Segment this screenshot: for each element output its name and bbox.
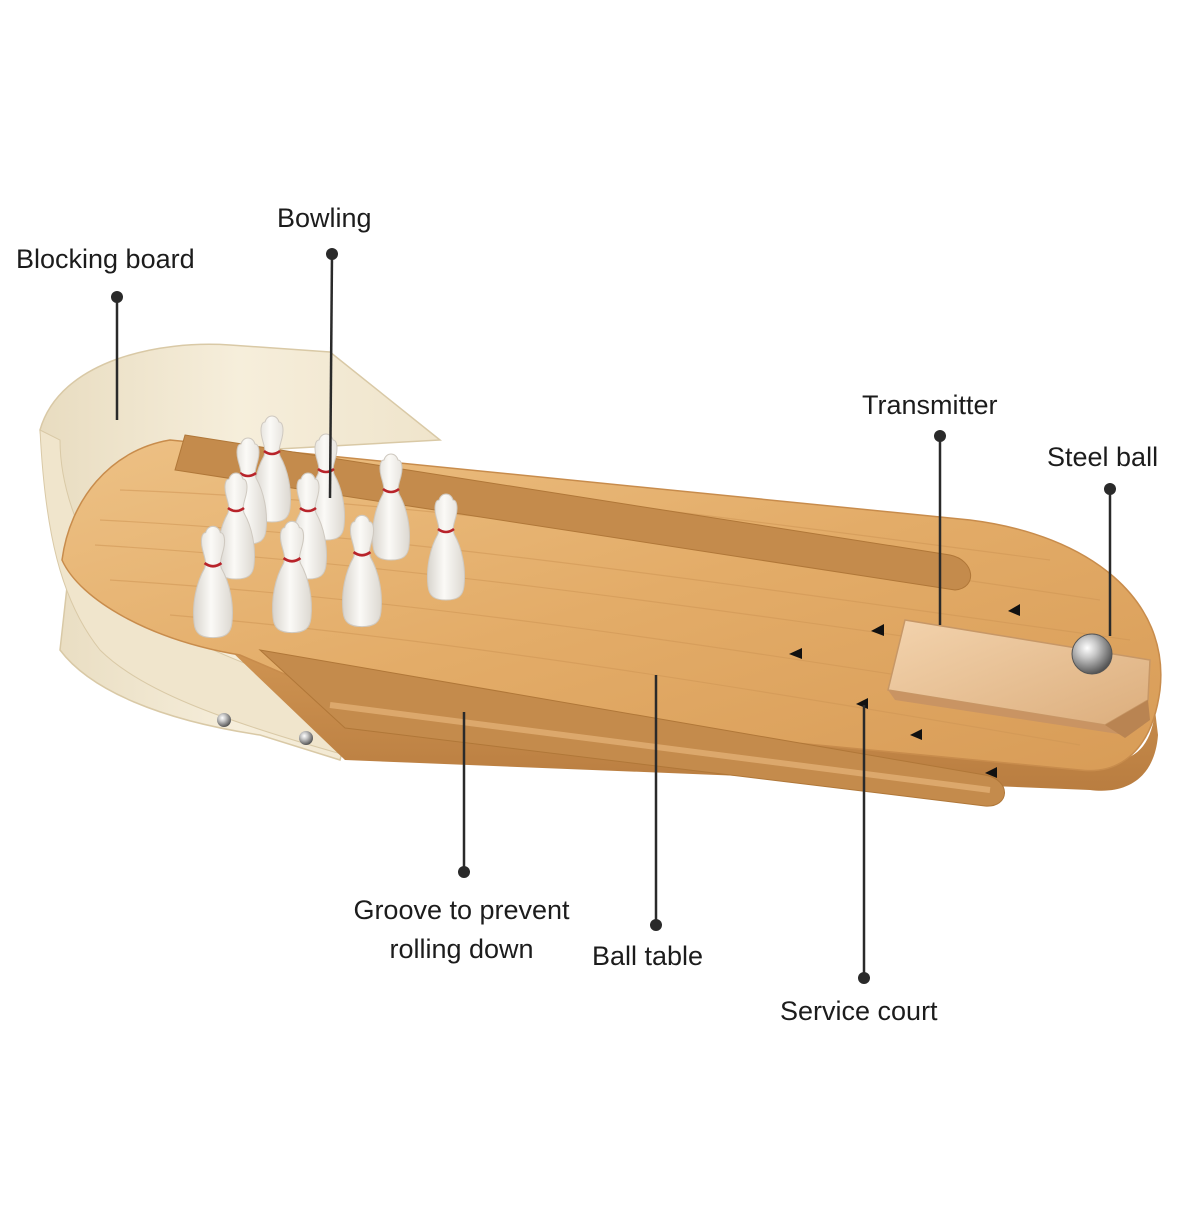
arrow-icon	[910, 729, 922, 740]
rivet-icon	[217, 713, 231, 727]
arrow-icon	[789, 648, 802, 659]
bowling-pin	[427, 493, 465, 601]
arrow-icon	[1008, 604, 1020, 616]
label-groove-line1: Groove to prevent	[353, 895, 570, 925]
label-groove: Groove to prevent rolling down	[334, 891, 589, 969]
leader-service-court	[858, 705, 870, 984]
bowling-pin	[193, 525, 233, 639]
leader-steel-ball	[1104, 483, 1116, 636]
upper-groove	[174, 434, 972, 591]
bowling-pin	[217, 472, 255, 580]
leader-lines	[111, 248, 1116, 984]
leader-bowling	[326, 248, 338, 499]
direction-arrows	[789, 604, 1020, 778]
arrow-icon	[985, 767, 997, 778]
bowling-pin	[342, 514, 382, 628]
steel-ball	[1071, 633, 1113, 675]
transmitter-launcher	[887, 619, 1151, 738]
label-blocking-board: Blocking board	[16, 244, 195, 274]
leader-blocking-board	[111, 291, 123, 420]
label-service-court: Service court	[780, 996, 938, 1026]
label-steel-ball: Steel ball	[1047, 442, 1159, 472]
leader-transmitter	[934, 430, 946, 625]
rivet-icon	[299, 731, 313, 745]
leader-ball-table	[650, 675, 662, 931]
bowling-pin	[272, 520, 312, 634]
bowling-pin	[372, 453, 410, 561]
leader-groove	[458, 712, 470, 878]
label-transmitter: Transmitter	[862, 390, 998, 420]
label-bowling: Bowling	[277, 203, 372, 233]
label-groove-line2: rolling down	[389, 934, 534, 965]
label-ball-table: Ball table	[592, 941, 704, 971]
arrow-icon	[871, 624, 884, 636]
bowling-pins	[193, 415, 465, 639]
